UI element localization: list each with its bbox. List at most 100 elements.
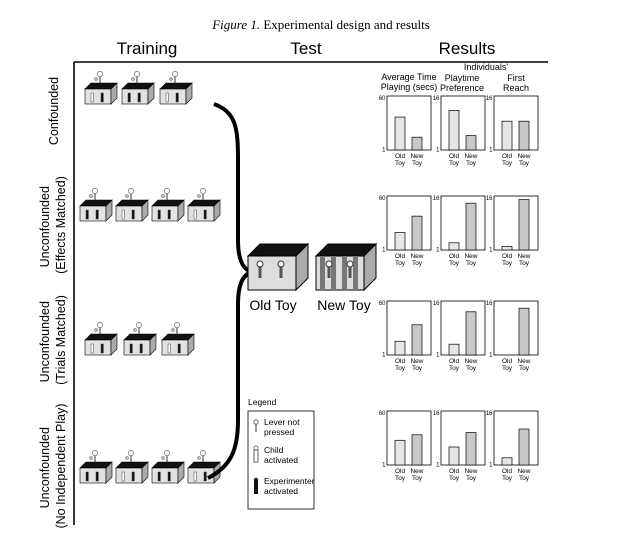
training-to-test-brace (207, 102, 253, 480)
training-box-side (110, 333, 118, 356)
panel-frame (440, 195, 486, 251)
bar-new-toy (411, 136, 423, 151)
training-box-front (151, 205, 179, 222)
lever-icon (95, 471, 99, 482)
panel-frame (493, 410, 539, 466)
old-toy-side (295, 242, 309, 292)
new-toy-stripe (320, 256, 325, 290)
training-box-front (123, 339, 151, 356)
training-box (161, 322, 195, 356)
training-box (79, 450, 113, 484)
toy-figure-icon (133, 322, 142, 334)
toy-figure-icon (197, 450, 206, 462)
y-tick-label: 16 (486, 96, 493, 102)
bar-old-toy (448, 110, 460, 151)
training-box-front (84, 339, 112, 356)
training-box-front (79, 467, 107, 484)
lever-icon (256, 260, 264, 278)
column-header-test: Test (290, 39, 321, 58)
training-box (187, 188, 221, 222)
lever-icon (95, 209, 99, 220)
bar-new-toy (518, 307, 530, 356)
y-tick-label: 1 (489, 148, 493, 154)
training-box-side (105, 461, 113, 484)
panel-frame (440, 410, 486, 466)
bar-new-toy (411, 324, 423, 356)
training-box-side (185, 82, 193, 105)
bar-new-toy (518, 120, 530, 151)
y-tick-label: 16 (433, 196, 440, 202)
training-box (84, 71, 118, 105)
lever-icon (85, 209, 89, 220)
bar-new-toy (465, 311, 477, 356)
y-tick-label: 16 (433, 301, 440, 307)
results-header-individuals: Individuals' (464, 62, 509, 72)
lever-icon (193, 471, 197, 482)
training-box (151, 188, 185, 222)
bar-old-toy (501, 246, 513, 251)
experimenter-activated-icon (253, 477, 259, 494)
y-tick-label: 1 (382, 248, 386, 254)
lever-icon (129, 343, 133, 354)
toy-figure-icon (169, 71, 178, 83)
toy-figure-icon (171, 322, 180, 334)
toy-figure-icon (89, 450, 98, 462)
new-toy-side (363, 242, 377, 292)
y-tick-label: 60 (379, 96, 386, 102)
y-tick-label: 1 (436, 353, 440, 359)
training-box-side (177, 199, 185, 222)
lever-icon (90, 343, 94, 354)
y-tick-label: 16 (486, 411, 493, 417)
training-box-side (141, 461, 149, 484)
old-toy-box (246, 242, 310, 292)
training-box (115, 450, 149, 484)
training-box-side (147, 82, 155, 105)
y-tick-label: 16 (486, 301, 493, 307)
training-box (159, 71, 193, 105)
lever-icon (121, 471, 125, 482)
toy-figure-icon (161, 450, 170, 462)
lever-icon (165, 92, 169, 103)
training-box-front (115, 205, 143, 222)
bar-old-toy (394, 116, 406, 151)
panel-frame (386, 300, 432, 356)
bar-old-toy (394, 340, 406, 356)
panel-frame (440, 95, 486, 151)
lever-icon (203, 209, 207, 220)
row-label-confounded: Confounded (47, 77, 61, 145)
new-toy-stripe (353, 256, 358, 290)
toy-figure-icon (197, 188, 206, 200)
bar-new-toy (465, 202, 477, 251)
bar-new-toy (411, 215, 423, 251)
legend-title: Legend (248, 397, 277, 407)
lever-icon (100, 343, 104, 354)
y-tick-label: 60 (379, 196, 386, 202)
toy-figure-icon (161, 188, 170, 200)
training-box (115, 188, 149, 222)
row-label-no-independent-play: Unconfounded (No Independent Play) (38, 403, 68, 528)
lever-icon (90, 92, 94, 103)
new-toy-box (314, 242, 378, 292)
